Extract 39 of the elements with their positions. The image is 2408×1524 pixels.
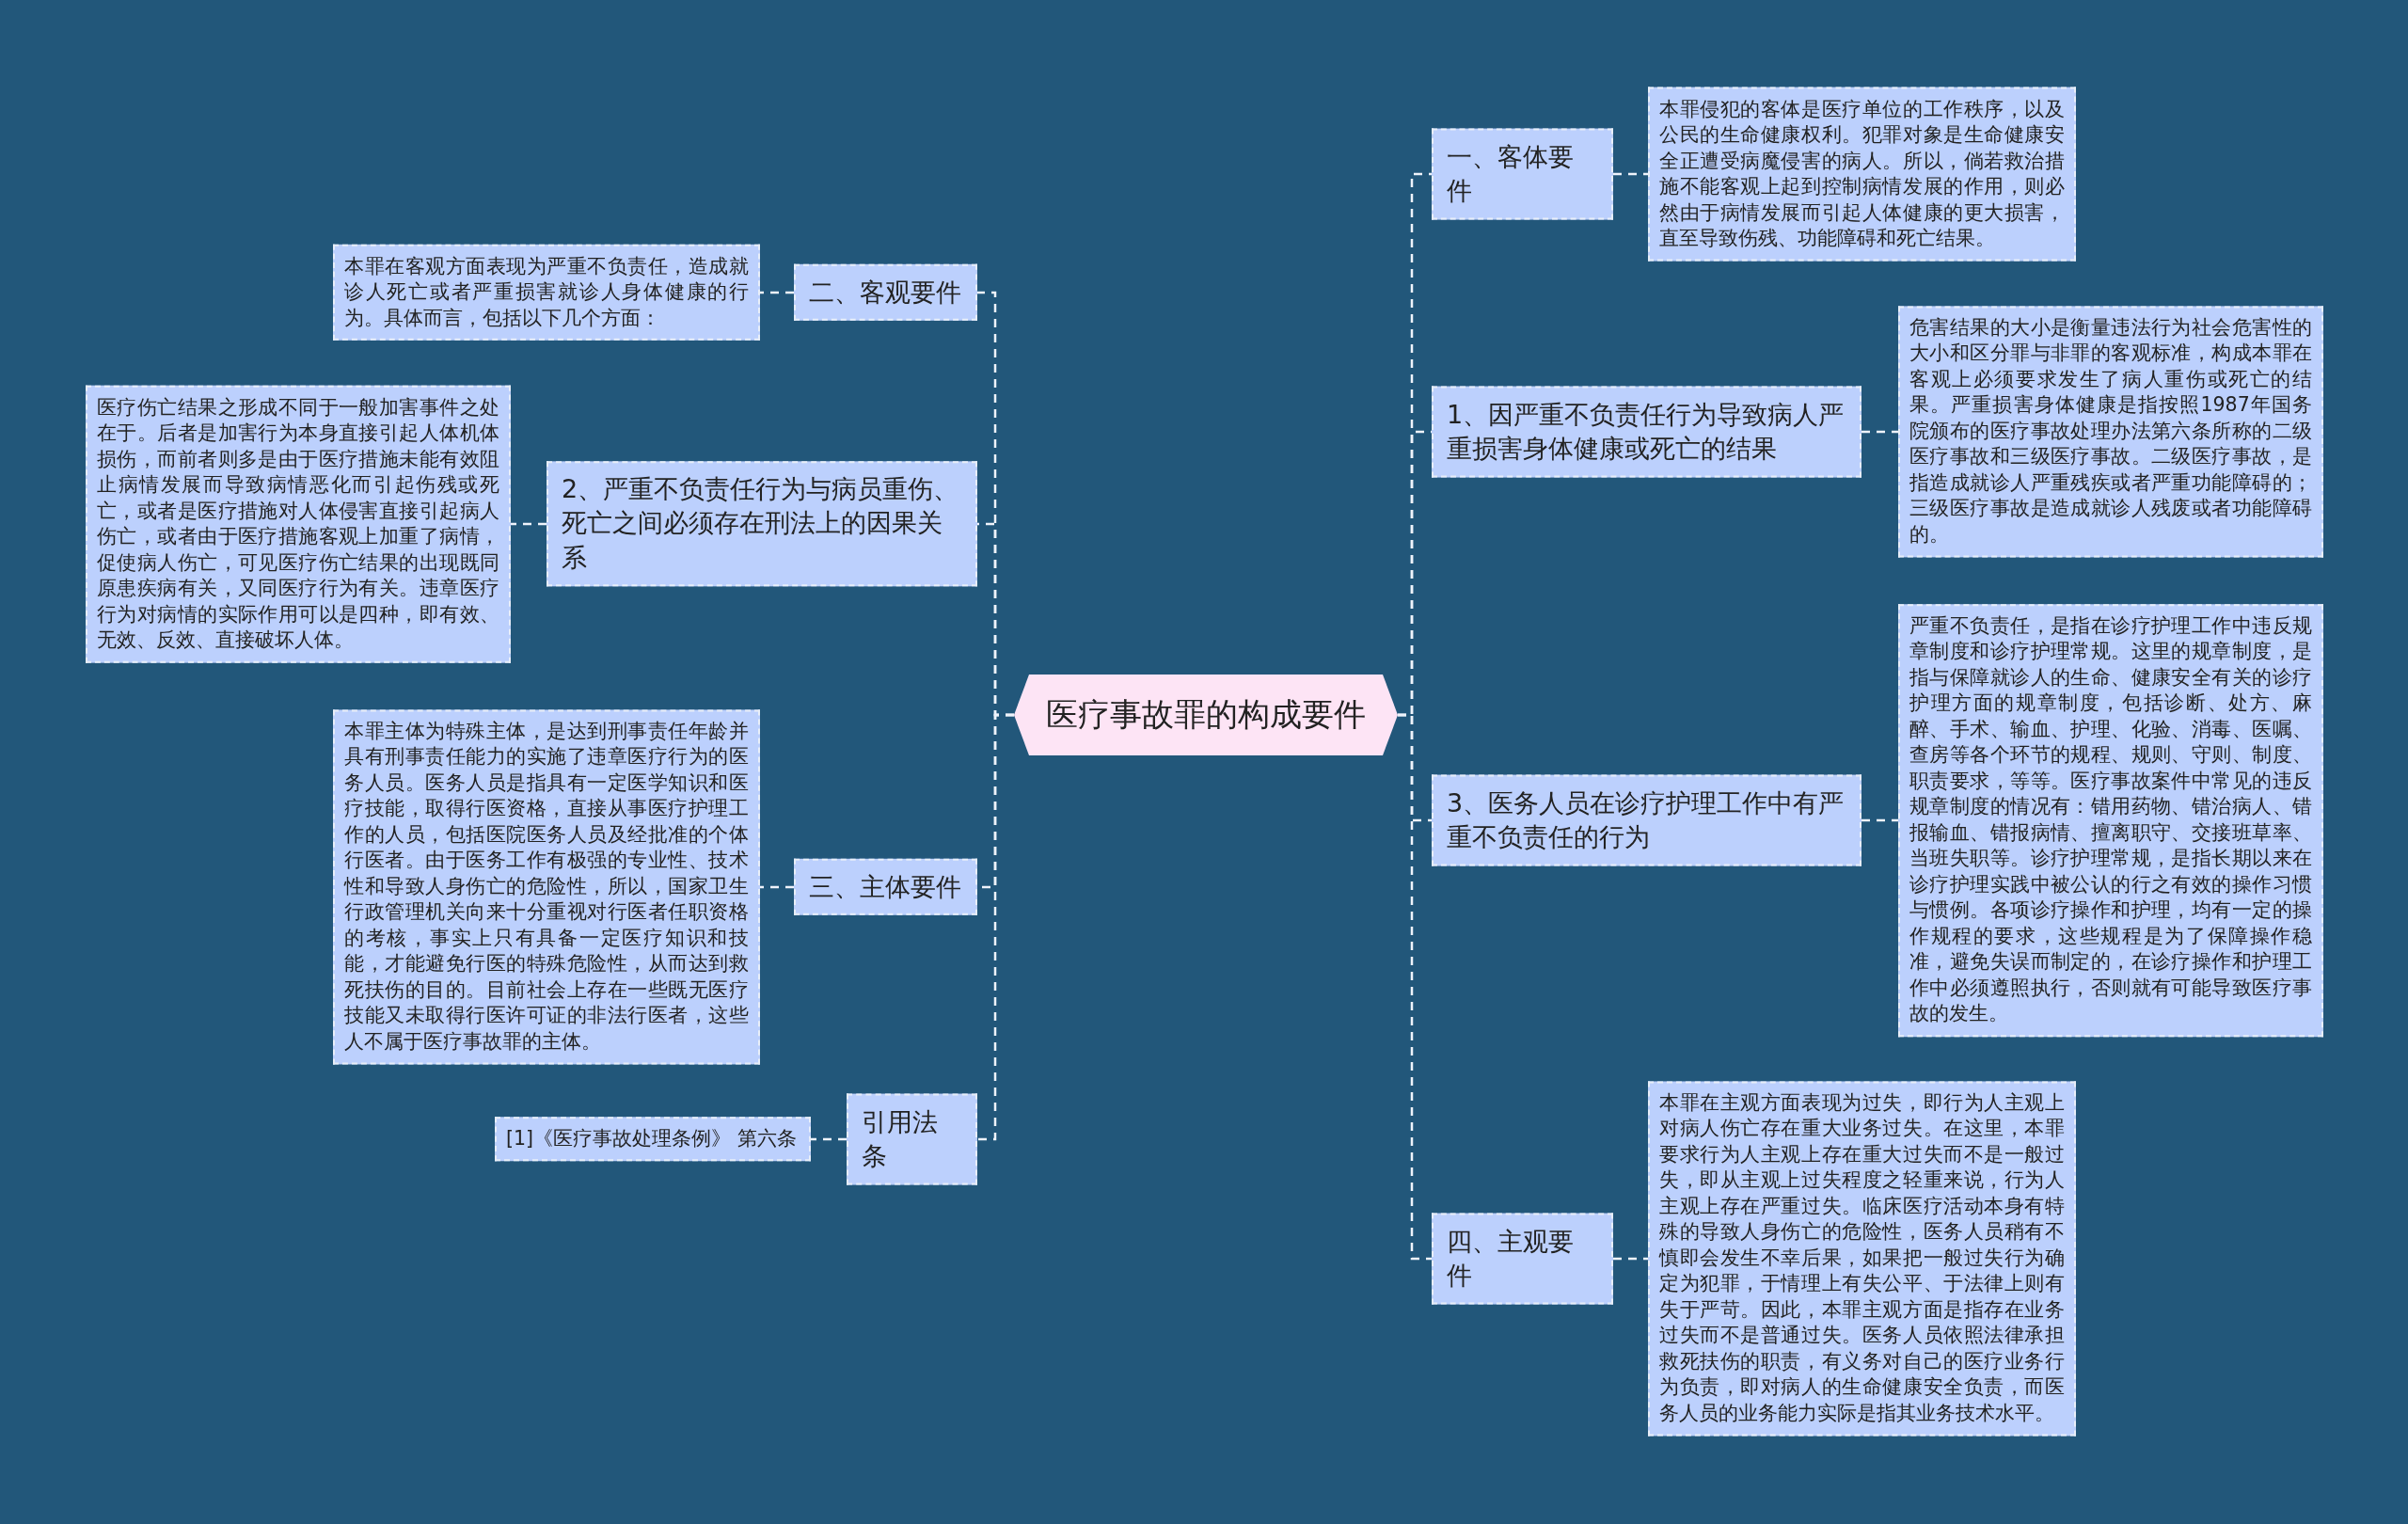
- topic-box: [794, 858, 977, 916]
- central-topic-text: 医疗事故罪的构成要件: [1046, 694, 1366, 735]
- description-text: 严重不负责任，是指在诊疗护理工作中违反规章制度和诊疗护理常规。这里的规章制度，是指与保障就诊人的生命、健康安全有关的诊疗护理方面的规章制度，包括诊断、处方、麻醉、手术、输血、护理、化验、消毒、医嘱、查房等各个环节的规程、规则、守则、制度、职责要求，等等。医疗事故案件中常见的违反规章制度的情况有：错用药物、错治病人、错报输血、错报病情、擅离职守、交接班草率、当班失职等。诊疗护理常规，是指长期以来在诊疗护理实践中被公认的行之有效的操作习惯与惯例。各项诊疗操作和护理，均有一定的操作规程的要求，这些规程是为了保障操作稳准，避免失误而制定的，在诊疗操作和护理工作中必须遵照执行，否则就有可能导致医疗事故的发生。: [1909, 614, 2312, 1025]
- connector-line: [760, 291, 794, 294]
- topic-box: [1432, 774, 1861, 866]
- topic-text: 四、主观要件: [1447, 1226, 1574, 1290]
- description-text: [1]《医疗事故处理条例》 第六条: [506, 1127, 797, 1151]
- topic-box: [547, 461, 977, 587]
- topic-box: [794, 263, 977, 322]
- topic-text: 三、主体要件: [809, 871, 961, 901]
- connector-line: [1398, 713, 1432, 1261]
- description-box: [333, 244, 760, 341]
- connector-line: [1613, 172, 1648, 176]
- connector-line: [760, 885, 794, 889]
- connector-line: [511, 522, 547, 526]
- topic-box: [1432, 1213, 1613, 1305]
- topic-text: 引用法条: [862, 1106, 938, 1170]
- description-text: 本罪在客观方面表现为严重不负责任，造成就诊人死亡或者严重损害就诊人身体健康的行为。具体而言，包括以下几个方面：: [344, 254, 749, 329]
- connector-line: [1861, 430, 1898, 434]
- description-text: 本罪主体为特殊主体，是达到刑事责任年龄并具有刑事责任能力的实施了违章医疗行为的医务人员。医务人员是指具有一定医学知识和医疗技能，取得行医资格，直接从事医疗护理工作的人员，包括医院医务人员及经批准的个体行医者。由于医务工作有极强的专业性、技术性和导致人身伤亡的危险性，所以，国家卫生行政管理机关向来十分重视对行医者任职资格的考核，事实上只有具备一定医疗知识和技能，才能避免行医的特殊危险性，从而达到救死扶伤的目的。目前社会上存在一些既无医疗技能又未取得行医许可证的非法行医者，这些人不属于医疗事故罪的主体。: [344, 720, 749, 1054]
- topic-box: [1432, 128, 1613, 220]
- description-text: 本罪在主观方面表现为过失，即行为人主观上对病人伤亡存在重大业务过失。在这里，本罪要求行为人主观上存在重大过失而不是一般过失，即从主观上过失程度之轻重来说，行为人主观上存在严重过失。临床医疗活动本身有特殊的导致人身伤亡的危险性，医务人员稍有不慎即会发生不幸后果，如果把一般过失行为确定为犯罪，于情理上有失公平、于法律上则有失于严苛。因此，本罪主观方面是指存在业务过失而不是普通过失。医务人员依照法律承担救死扶伤的职责，有义务对自己的医疗业务行为负责，即对病人的生命健康安全负责，而医务人员的业务能力实际是指其业务技术水平。: [1659, 1091, 2065, 1425]
- connector-line: [977, 713, 1014, 1141]
- description-text: 医疗伤亡结果之形成不同于一般加害事件之处在于。后者是加害行为本身直接引起人体机体损伤，而前者则多是由于医疗措施未能有效阻止病情发展而导致病情恶化而引起伤残或死亡，或者是医疗措施对人体侵害直接引起病人伤亡，或者由于医疗措施客观上加重了病情，促使病人伤亡，可见医疗伤亡结果的出现既同原患疾病有关，又同医疗行为有关。违章医疗行为对病情的实际作用可以是四种，即有效、无效、反效、直接破坏人体。: [97, 395, 499, 651]
- connector-line: [1613, 1257, 1648, 1261]
- description-box: [1648, 87, 2076, 262]
- topic-box: [1432, 386, 1861, 478]
- topic-text: 2、严重不负责任行为与病员重伤、死亡之间必须存在刑法上的因果关系: [562, 474, 959, 573]
- description-text: 危害结果的大小是衡量违法行为社会危害性的大小和区分罪与非罪的客观标准，构成本罪在客观上必须要求发生了病人重伤或死亡的结果。严重损害身体健康是指按照1987年国务院颁布的医疗事故处理办法第六条所称的二级医疗事故和三级医疗事故。二级医疗事故，是指造成就诊人严重残疾或者严重功能障碍的；三级医疗事故是造成就诊人残废或者功能障碍的。: [1909, 316, 2312, 547]
- connector-line: [811, 1137, 847, 1141]
- connector-line: [1861, 818, 1898, 822]
- topic-text: 二、客观要件: [809, 277, 961, 307]
- central-topic-hexagon: [1014, 675, 1398, 755]
- topic-text: 一、客体要件: [1447, 141, 1574, 205]
- description-text: 本罪侵犯的客体是医疗单位的工作秩序，以及公民的生命健康权利。犯罪对象是生命健康安全正遭受病魔侵害的病人。所以，倘若救治措施不能客观上起到控制病情发展的作用，则必然由于病情发展而引起人体健康的更大损害，直至导致伤残、功能障碍和死亡结果。: [1659, 97, 2065, 249]
- description-box: [495, 1117, 811, 1162]
- topic-box: [847, 1093, 977, 1185]
- topic-text: 1、因严重不负责任行为导致病人严重损害身体健康或死亡的结果: [1447, 399, 1845, 463]
- topic-text: 3、医务人员在诊疗护理工作中有严重不负责任的行为: [1447, 787, 1845, 851]
